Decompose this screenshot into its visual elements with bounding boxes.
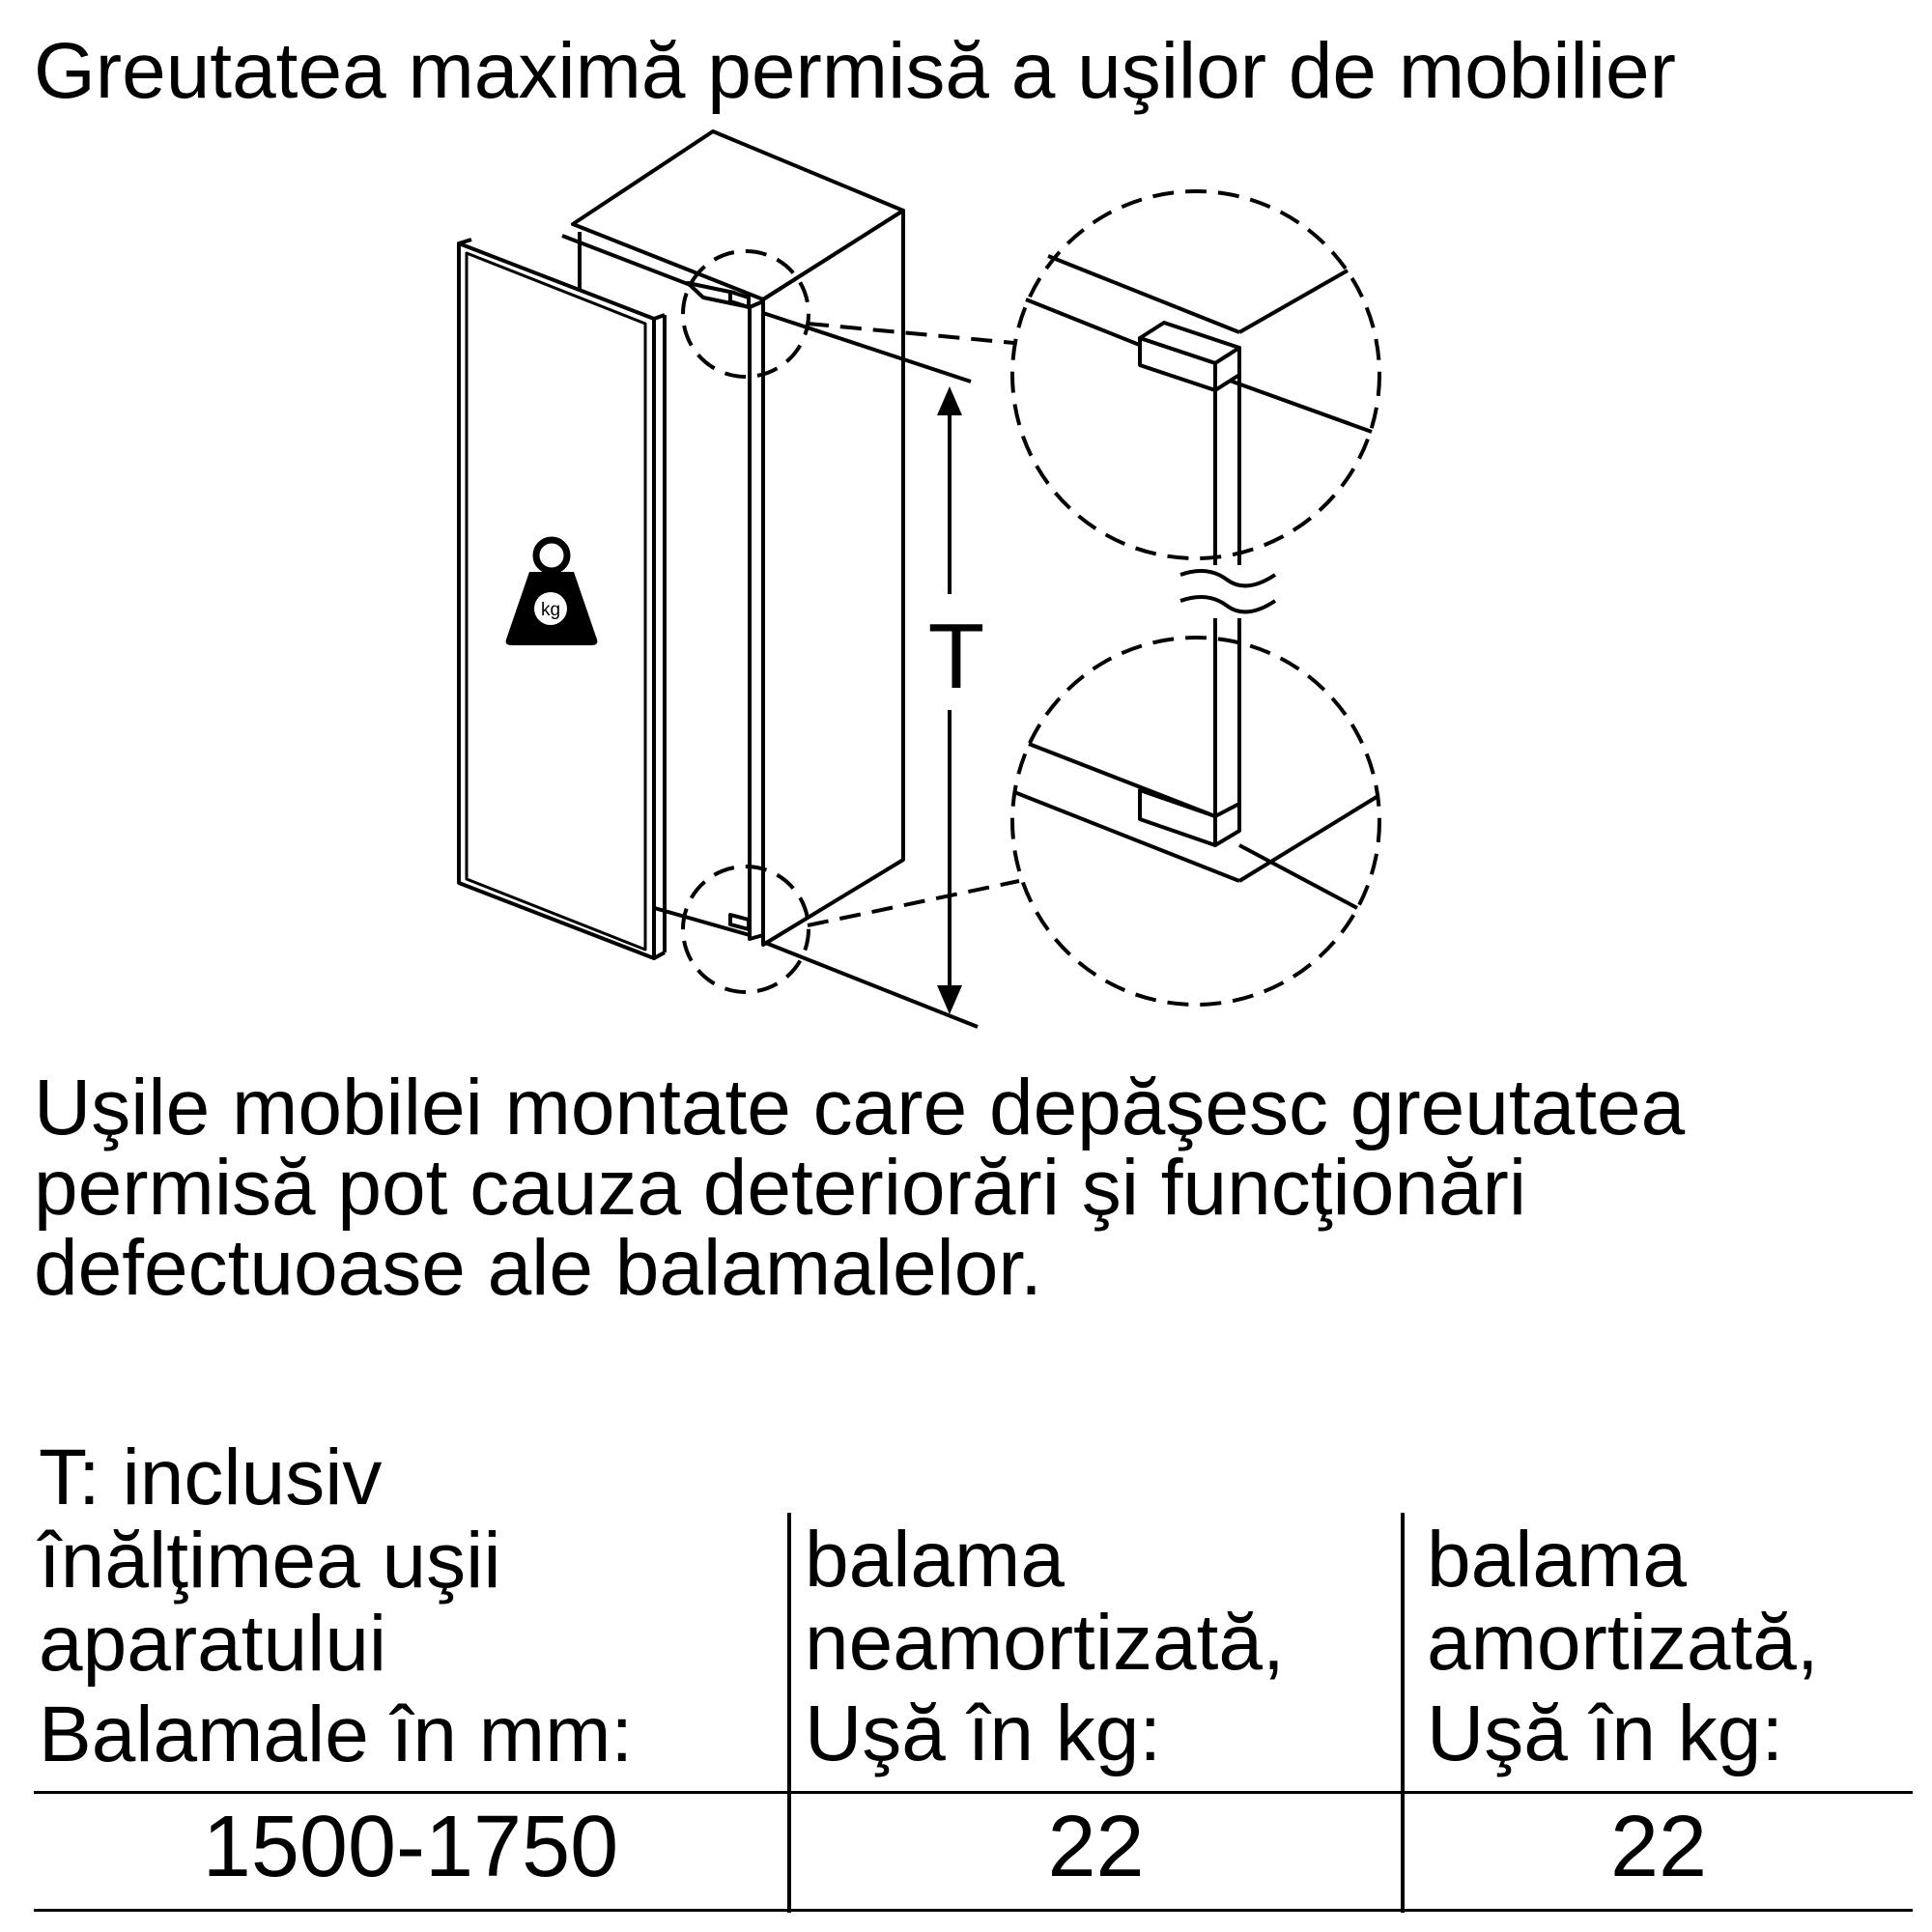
table-divider-vertical (787, 1513, 791, 1913)
arrow-bottom-icon (937, 985, 962, 1014)
installation-diagram: T kg (457, 129, 1381, 1029)
header-line: neamortizată, (805, 1599, 1285, 1687)
arrow-top-icon (937, 386, 962, 415)
table-header-rule (34, 1791, 1913, 1794)
table-divider-vertical (1401, 1513, 1405, 1913)
warning-line: defectuoase ale balamalelor. (34, 1224, 1042, 1312)
undamped-kg-cell: 22 (1047, 1799, 1145, 1895)
zoom-marker-top (681, 249, 810, 379)
warning-line: Uşile mobilei montate care depăşesc greu… (34, 1064, 1686, 1151)
damped-kg-cell: 22 (1609, 1799, 1708, 1895)
hinge-detail-top (1025, 254, 1373, 565)
warning-line: permisă pot cauza deteriorări şi funcţio… (34, 1144, 1527, 1232)
header-damped-column: balama amortizată, Uşă în kg: (1427, 1519, 1819, 1776)
header-line: Uşă în kg: (805, 1690, 1162, 1777)
header-line: aparatului (39, 1600, 387, 1688)
page-title: Greutatea maximă permisă a uşilor de mob… (34, 27, 1676, 115)
header-line: T: inclusiv (39, 1434, 383, 1521)
detail-view-bottom (1010, 636, 1381, 1007)
header-line: înălţimea uşii (39, 1517, 501, 1605)
height-dimension (762, 311, 979, 1029)
dimension-label: T (928, 605, 985, 708)
header-line: amortizată, (1427, 1599, 1819, 1687)
warning-text: Uşile mobilei montate care depăşesc greu… (34, 1067, 1869, 1308)
header-line: Uşă în kg: (1427, 1690, 1784, 1777)
table-bottom-rule (34, 1909, 1913, 1912)
weight-icon-label: kg (541, 600, 560, 620)
appliance-cabinet (561, 129, 905, 947)
header-line: Balamale în mm: (39, 1690, 634, 1778)
height-mm-cell: 1500-1750 (202, 1799, 619, 1895)
hinge-detail-bottom (1013, 618, 1378, 910)
detail-view-top (1010, 189, 1381, 560)
header-line: balama (1427, 1516, 1687, 1604)
header-line: balama (805, 1516, 1065, 1604)
break-symbol (1179, 569, 1277, 614)
weight-kg-icon: kg (505, 536, 598, 645)
header-height-column: T: inclusiv înălţimea uşii aparatului Ba… (39, 1436, 633, 1776)
header-undamped-column: balama neamortizată, Uşă în kg: (805, 1519, 1285, 1776)
zoom-marker-bottom (681, 865, 810, 994)
